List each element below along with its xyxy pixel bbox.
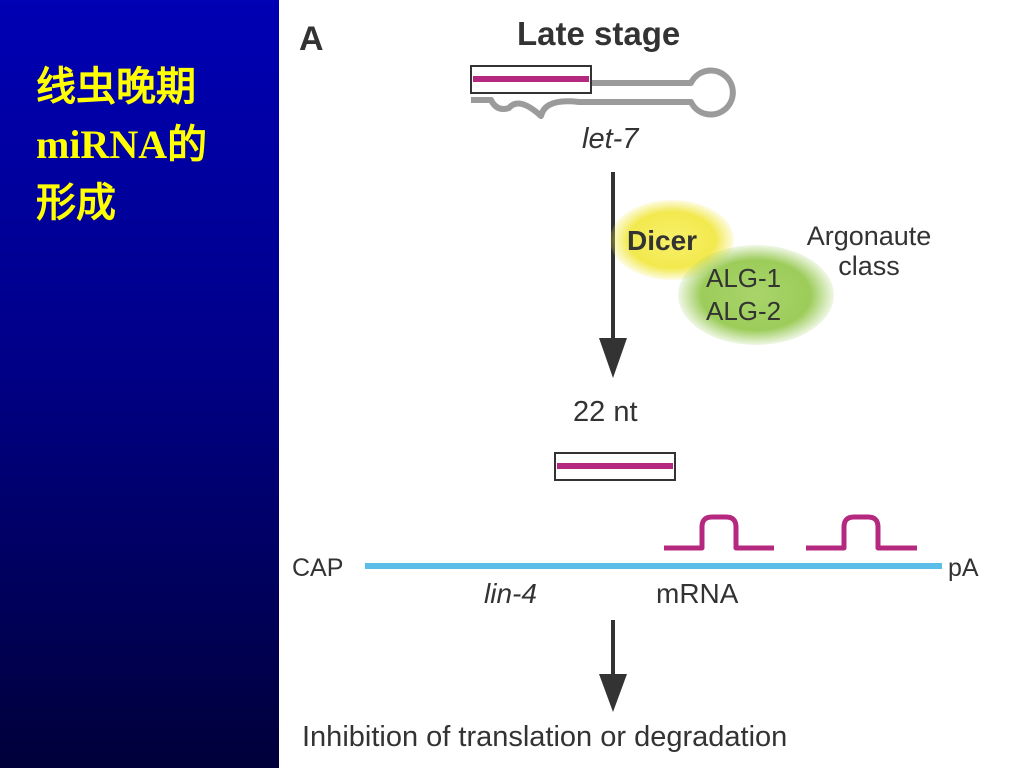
figure-panel: A Late stage let-7 Dicer ALG-1 ALG-2 Arg…: [279, 0, 1024, 768]
stage-label: Late stage: [517, 15, 680, 52]
outcome-arrow: [599, 620, 627, 712]
mrna-label: mRNA: [656, 578, 739, 609]
argonaute-ellipse: [678, 245, 834, 345]
bound-mirna-1: [664, 514, 774, 551]
polya-label: pA: [948, 554, 979, 582]
let7-hairpin-precursor: [470, 65, 736, 119]
lin4-label: lin-4: [484, 578, 537, 609]
slide-title: 线虫晚期 miRNA的 形成: [36, 58, 207, 232]
mature-length-label: 22 nt: [573, 396, 638, 428]
title-line-2: miRNA的: [36, 122, 208, 167]
mirna-diagram: A Late stage let-7 Dicer ALG-1 ALG-2 Arg…: [292, 15, 979, 753]
cap-label: CAP: [292, 554, 343, 582]
processing-arrow: [599, 172, 627, 378]
let7-label: let-7: [582, 123, 640, 155]
panel-label: A: [299, 20, 324, 58]
dicer-label: Dicer: [627, 225, 697, 256]
alg2-label: ALG-2: [706, 296, 781, 326]
mature-mirna-duplex: [554, 452, 676, 481]
argonaute-class-line-2: class: [838, 251, 900, 281]
alg1-label: ALG-1: [706, 263, 781, 293]
argonaute-class-line-1: Argonaute: [807, 221, 932, 251]
bound-mirna-2: [806, 514, 917, 551]
outcome-label: Inhibition of translation or degradation: [302, 721, 787, 753]
title-line-3: 形成: [36, 180, 116, 225]
title-line-1: 线虫晚期: [36, 64, 196, 109]
